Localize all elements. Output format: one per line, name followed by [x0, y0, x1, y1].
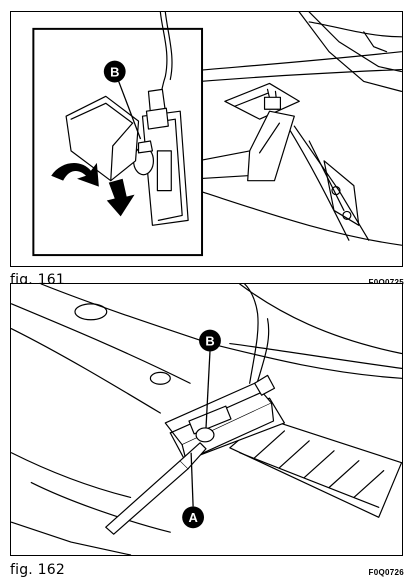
figure-162-caption: fig. 162 [10, 562, 65, 578]
rotate-arrow [51, 162, 99, 187]
figure-161-illustration: B [10, 11, 403, 267]
figure-161-code: F0Q0725 [369, 278, 404, 287]
callout-b-marker [103, 60, 126, 83]
figure-161-drawing: B [32, 12, 402, 257]
pull-down-arrow [106, 178, 135, 217]
callout-b-marker-162 [199, 329, 221, 352]
callout-a-label: A [188, 510, 197, 525]
callout-b-label-162: B [205, 334, 214, 349]
callout-a-marker [182, 506, 205, 529]
callout-b-label: B [110, 64, 119, 79]
figure-162-drawing: B A [11, 284, 402, 555]
figure-162-code: F0Q0726 [368, 568, 404, 577]
figure-162-illustration: B A [10, 283, 403, 556]
